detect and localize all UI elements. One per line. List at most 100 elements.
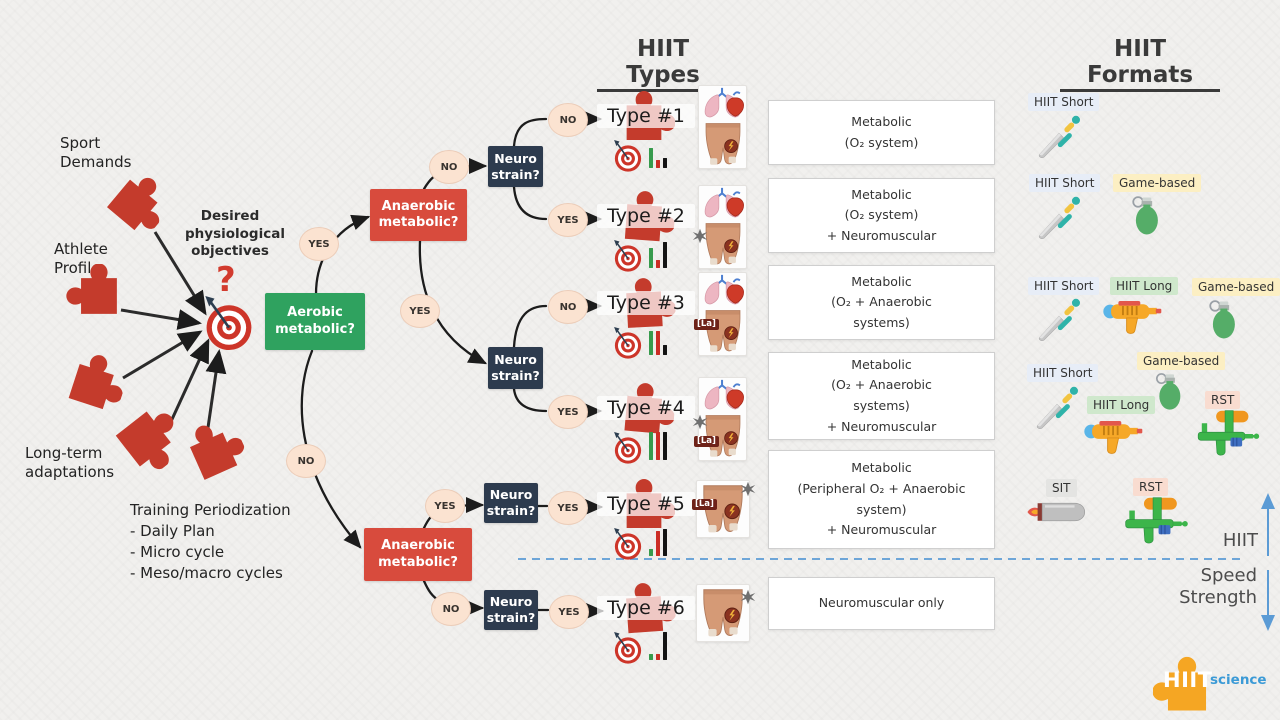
type-3-physiology-icon: [La] xyxy=(694,272,747,356)
game-based-label: Game-based xyxy=(1113,174,1202,192)
type-5-label: Type #5 xyxy=(597,492,695,516)
hiit-short-label: HIIT Short xyxy=(1028,93,1100,111)
type-5-physiology-icon: [La] xyxy=(692,480,750,538)
neuromuscular-burst-icon xyxy=(692,414,708,430)
desc-line: (O₂ + Anaerobic xyxy=(831,294,932,310)
logo-science-text: science xyxy=(1210,672,1267,688)
type-6-physiology-icon xyxy=(696,584,750,642)
type-target-icon xyxy=(611,432,645,466)
type-4-physiology-icon: [La] xyxy=(698,377,747,461)
neuro-strain-box-1: Neuro strain? xyxy=(488,146,543,187)
neuromuscular-burst-icon xyxy=(692,228,708,244)
lactate-badge: [La] xyxy=(694,436,719,448)
hiit-short-dagger-icon xyxy=(1032,110,1086,160)
no-bubble: NO xyxy=(548,290,588,324)
question-mark: ? xyxy=(216,260,236,300)
desc-line: (O₂ system) xyxy=(844,134,919,150)
neuro-strain-box-2: Neuro strain? xyxy=(488,347,543,389)
desc-line: system) xyxy=(856,501,907,517)
lungs-heart-icon xyxy=(700,273,745,306)
type-2-energy-bars xyxy=(649,240,667,268)
yes-bubble: YES xyxy=(400,294,440,328)
hiit-long-label: HIIT Long xyxy=(1087,396,1156,414)
type-1-description-box: Metabolic (O₂ system) xyxy=(768,100,995,165)
type-1-energy-bars xyxy=(649,140,667,168)
game-based-grenade-icon xyxy=(1130,194,1162,238)
periodization-item: - Meso/macro cycles xyxy=(130,564,283,582)
hiit-short-dagger-icon xyxy=(1032,191,1086,241)
puzzle-piece-icon xyxy=(58,264,122,328)
type-target-icon xyxy=(611,528,645,562)
no-bubble: NO xyxy=(431,592,471,626)
type-6-energy-bars xyxy=(649,632,667,660)
no-bubble: NO xyxy=(548,103,588,137)
desc-line: (Peripheral O₂ + Anaerobic xyxy=(797,480,966,496)
type-4-description-box: Metabolic (O₂ + Anaerobic systems) + Neu… xyxy=(768,352,995,440)
type-target-icon xyxy=(611,632,645,666)
desc-line: + Neuromuscular xyxy=(826,418,937,434)
hiit-axis-label: HIIT xyxy=(1222,530,1258,551)
desc-line: Metabolic xyxy=(851,186,912,202)
desc-line: Metabolic xyxy=(851,460,912,476)
puzzle-piece-icon xyxy=(54,338,135,419)
strength-axis-label: Strength xyxy=(1179,587,1257,608)
yes-bubble: YES xyxy=(549,595,589,629)
lungs-heart-icon xyxy=(700,86,745,119)
type-3-energy-bars xyxy=(649,327,667,355)
lactate-badge: [La] xyxy=(694,319,719,331)
game-based-label: Game-based xyxy=(1192,278,1280,296)
neuro-strain-box-4: Neuro strain? xyxy=(484,590,538,630)
neuromuscular-burst-icon xyxy=(740,589,756,605)
type-target-icon xyxy=(611,140,645,174)
type-4-label: Type #4 xyxy=(597,396,695,420)
logo-hiit-text: HIIT xyxy=(1163,668,1213,692)
type-2-label: Type #2 xyxy=(597,204,695,228)
type-2-physiology-icon xyxy=(698,185,747,269)
hiit-short-label: HIIT Short xyxy=(1029,174,1101,192)
type-6-label: Type #6 xyxy=(597,596,695,620)
athlete-profile-label: Athlete Profile xyxy=(54,240,108,278)
sport-demands-label: Sport Demands xyxy=(60,134,132,172)
muscle-legs-icon xyxy=(702,121,744,168)
yes-bubble: YES xyxy=(548,203,588,237)
type-6-description-box: Neuromuscular only xyxy=(768,577,995,630)
hiit-short-dagger-icon xyxy=(1030,381,1084,431)
periodization-item: - Daily Plan xyxy=(130,522,215,540)
type-2-description-box: Metabolic (O₂ system) + Neuromuscular xyxy=(768,178,995,253)
desc-line: Neuromuscular only xyxy=(818,595,945,611)
rst-watergun-icon xyxy=(1192,408,1260,460)
hiit-short-label: HIIT Short xyxy=(1028,277,1100,295)
rst-label: RST xyxy=(1133,478,1169,496)
hiit-long-pistol-icon xyxy=(1102,296,1164,338)
type-4-energy-bars xyxy=(649,432,667,460)
yes-bubble: YES xyxy=(548,491,588,525)
long-term-adaptations-label: Long-term adaptations xyxy=(25,444,115,482)
type-3-label: Type #3 xyxy=(597,291,695,315)
game-based-grenade-icon xyxy=(1153,371,1185,413)
target-icon xyxy=(200,296,258,354)
type-5-description-box: Metabolic (Peripheral O₂ + Anaerobic sys… xyxy=(768,450,995,549)
speed-axis-label: Speed xyxy=(1200,565,1257,586)
lungs-heart-icon xyxy=(700,378,745,411)
rst-label: RST xyxy=(1205,391,1241,409)
periodization-item: - Micro cycle xyxy=(130,543,225,561)
hiit-long-label: HIIT Long xyxy=(1110,277,1179,295)
type-3-description-box: Metabolic (O₂ + Anaerobic systems) xyxy=(768,265,995,340)
desc-line: + Neuromuscular xyxy=(826,522,937,538)
no-bubble: NO xyxy=(429,150,469,184)
training-periodization-block: Training Periodization - Daily Plan - Mi… xyxy=(130,500,320,584)
periodization-title: Training Periodization xyxy=(130,501,291,519)
yes-bubble: YES xyxy=(299,227,339,261)
desc-line: + Neuromuscular xyxy=(826,227,937,243)
desired-objectives-label: Desired physiological objectives xyxy=(185,208,285,260)
game-based-label: Game-based xyxy=(1137,352,1226,370)
type-target-icon xyxy=(611,240,645,274)
aerobic-metabolic-box: Aerobic metabolic? xyxy=(265,293,365,350)
yes-bubble: YES xyxy=(548,395,588,429)
type-1-physiology-icon xyxy=(698,85,747,169)
type-target-icon xyxy=(611,327,645,361)
desc-line: Metabolic xyxy=(851,113,912,129)
game-based-grenade-icon xyxy=(1207,298,1239,342)
hiit-formats-title: HIIT Formats xyxy=(1060,36,1220,92)
